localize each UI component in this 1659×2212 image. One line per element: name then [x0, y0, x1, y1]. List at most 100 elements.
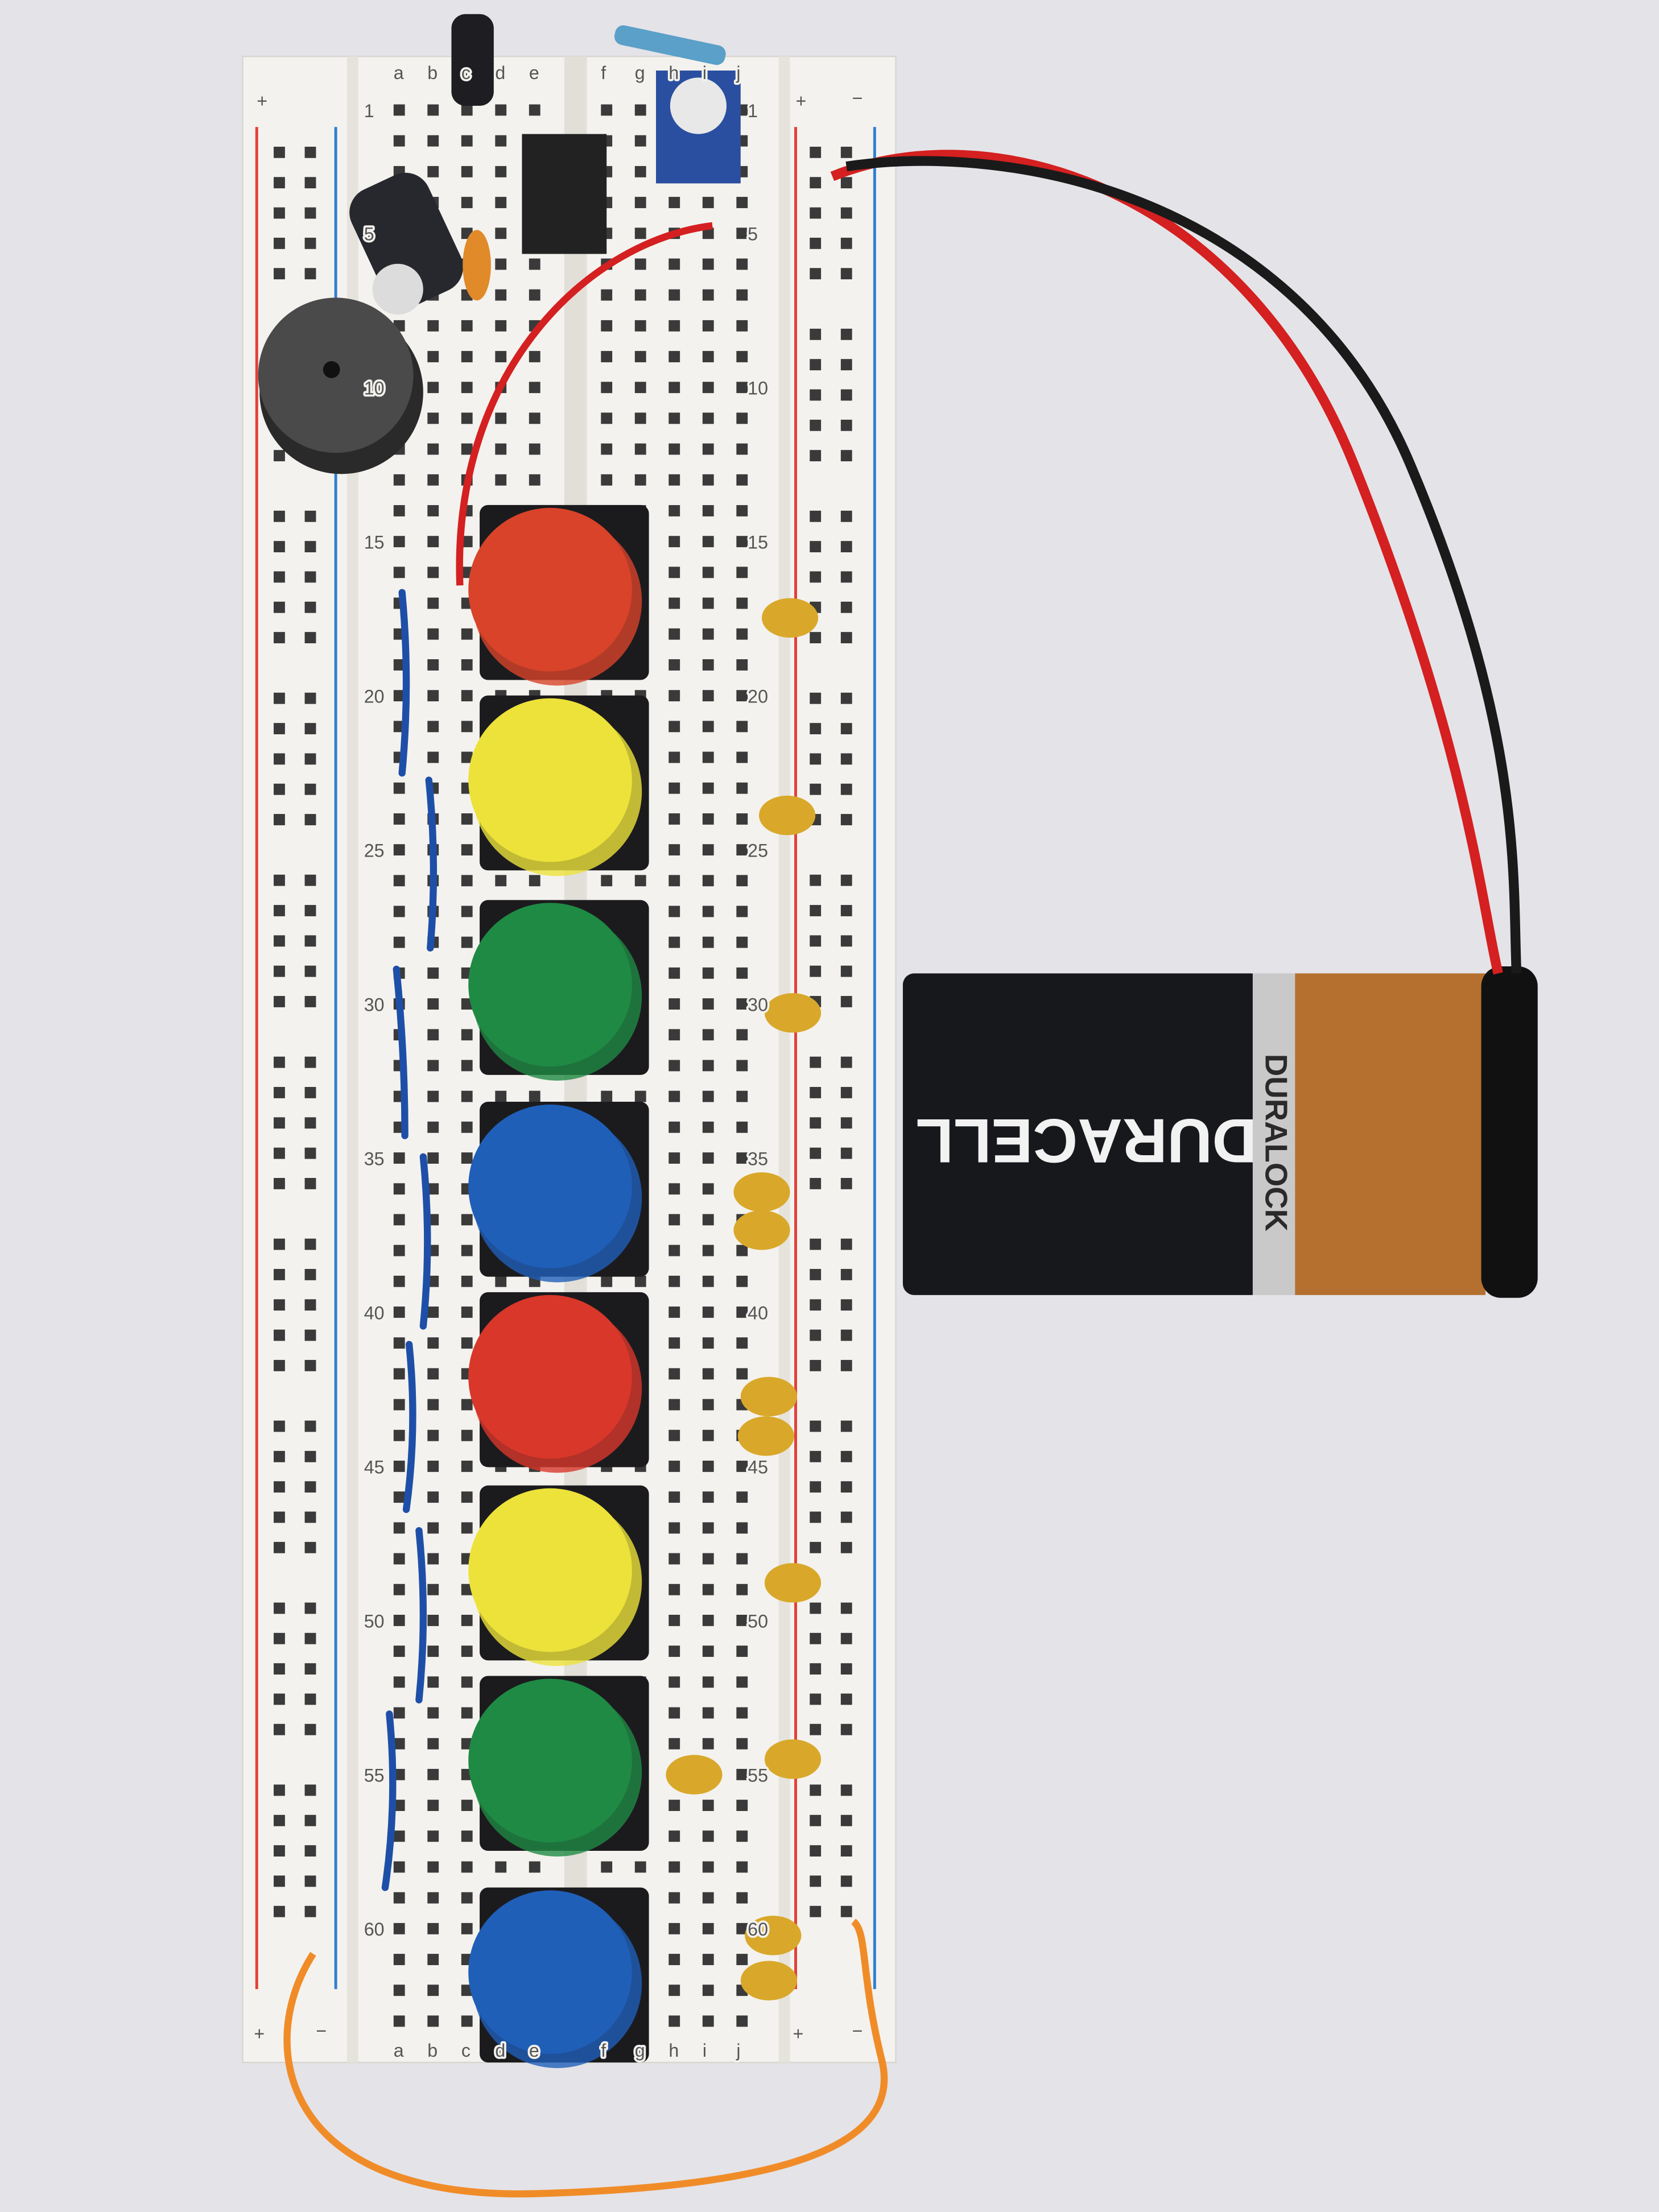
rail-hole	[274, 905, 285, 916]
breadboard-hole	[427, 1614, 439, 1626]
breadboard-hole	[427, 351, 439, 362]
breadboard-hole	[601, 351, 613, 362]
push-button[interactable]	[468, 1676, 649, 1857]
breadboard-hole	[668, 1645, 680, 1657]
rail-hole	[840, 359, 852, 371]
breadboard-hole	[495, 258, 507, 270]
breadboard-hole	[427, 1830, 439, 1842]
breadboard-hole	[668, 443, 680, 455]
rail-hole	[304, 692, 316, 704]
breadboard-hole	[736, 505, 748, 516]
breadboard-hole	[461, 320, 473, 332]
breadboard-hole	[495, 412, 507, 424]
breadboard-hole	[702, 1676, 714, 1688]
button-cap	[468, 1678, 632, 1843]
rail-hole	[274, 237, 285, 249]
breadboard-hole	[393, 1368, 405, 1380]
row-label-right: 45	[748, 1457, 768, 1477]
rail-hole	[304, 814, 316, 825]
push-button[interactable]	[468, 1887, 649, 2069]
row-label-right: 10	[748, 378, 768, 399]
push-button[interactable]	[468, 505, 649, 686]
breadboard-hole	[736, 1275, 748, 1287]
breadboard-hole	[702, 1461, 714, 1472]
breadboard-hole	[736, 1491, 748, 1503]
rail-plus-bottom-left: +	[254, 2023, 265, 2044]
breadboard-hole	[393, 1491, 405, 1503]
breadboard-hole	[529, 412, 540, 424]
breadboard-hole	[427, 1461, 439, 1472]
breadboard-hole	[736, 2015, 748, 2027]
ic-chip	[522, 134, 607, 254]
breadboard-hole	[702, 382, 714, 394]
breadboard-hole	[461, 1306, 473, 1318]
breadboard-hole	[668, 597, 680, 609]
breadboard-hole	[461, 1522, 473, 1534]
breadboard-hole	[461, 1152, 473, 1164]
row-label-right: 20	[748, 687, 768, 707]
breadboard-hole	[461, 1645, 473, 1657]
breadboard-hole	[668, 2015, 680, 2027]
breadboard-hole	[393, 1429, 405, 1441]
breadboard-hole	[461, 721, 473, 733]
rail-hole	[304, 571, 316, 583]
push-button[interactable]	[468, 1292, 649, 1473]
breadboard-hole	[736, 844, 748, 856]
breadboard-hole	[702, 906, 714, 917]
electrolytic-capacitor	[451, 14, 494, 106]
breadboard-hole	[736, 567, 748, 578]
rail-hole	[810, 1268, 822, 1280]
rail-hole	[304, 1238, 316, 1250]
rail-hole	[274, 541, 285, 553]
breadboard-hole	[461, 659, 473, 671]
breadboard-hole	[668, 1214, 680, 1226]
breadboard-hole	[393, 1892, 405, 1904]
breadboard-hole	[393, 844, 405, 856]
push-button[interactable]	[468, 695, 649, 876]
breadboard-hole	[427, 1491, 439, 1503]
breadboard-hole	[529, 474, 540, 486]
rail-hole	[810, 1359, 822, 1371]
push-button[interactable]	[468, 900, 649, 1081]
breadboard-hole	[461, 166, 473, 177]
breadboard-hole	[736, 998, 748, 1010]
rail-hole	[274, 1238, 285, 1250]
column-label-bottom: i	[703, 2040, 707, 2061]
breadboard-hole	[393, 690, 405, 702]
rail-hole	[304, 1905, 316, 1917]
breadboard-hole	[461, 1583, 473, 1595]
rail-hole	[304, 1299, 316, 1311]
breadboard-hole	[668, 289, 680, 301]
push-button[interactable]	[468, 1102, 649, 1283]
rail-hole	[840, 1602, 852, 1614]
breadboard-hole	[427, 412, 439, 424]
breadboard-hole	[668, 1954, 680, 1965]
breadboard-hole	[461, 906, 473, 917]
breadboard-hole	[668, 1800, 680, 1811]
breadboard-hole	[736, 1645, 748, 1657]
breadboard-hole	[668, 813, 680, 825]
breadboard-hole	[702, 1491, 714, 1503]
breadboard-hole	[427, 536, 439, 548]
breadboard-hole	[736, 1676, 748, 1688]
rail-hole	[840, 389, 852, 401]
breadboard-hole	[668, 967, 680, 979]
breadboard-hole	[461, 382, 473, 394]
piezo-buzzer	[258, 297, 423, 474]
breadboard-hole	[668, 1553, 680, 1565]
breadboard-hole	[393, 813, 405, 825]
breadboard-hole	[427, 1922, 439, 1934]
breadboard-hole	[393, 1275, 405, 1287]
rail-hole	[274, 723, 285, 734]
breadboard-hole	[668, 875, 680, 887]
row-label-right: 50	[748, 1611, 768, 1631]
rail-hole	[304, 1450, 316, 1462]
rail-hole	[840, 1905, 852, 1917]
rail-hole	[274, 1632, 285, 1644]
breadboard-hole	[668, 1707, 680, 1719]
breadboard-hole	[427, 1399, 439, 1411]
rail-hole	[304, 207, 316, 219]
push-button[interactable]	[468, 1485, 649, 1667]
rail-hole	[274, 1147, 285, 1159]
breadboard-hole	[736, 721, 748, 733]
